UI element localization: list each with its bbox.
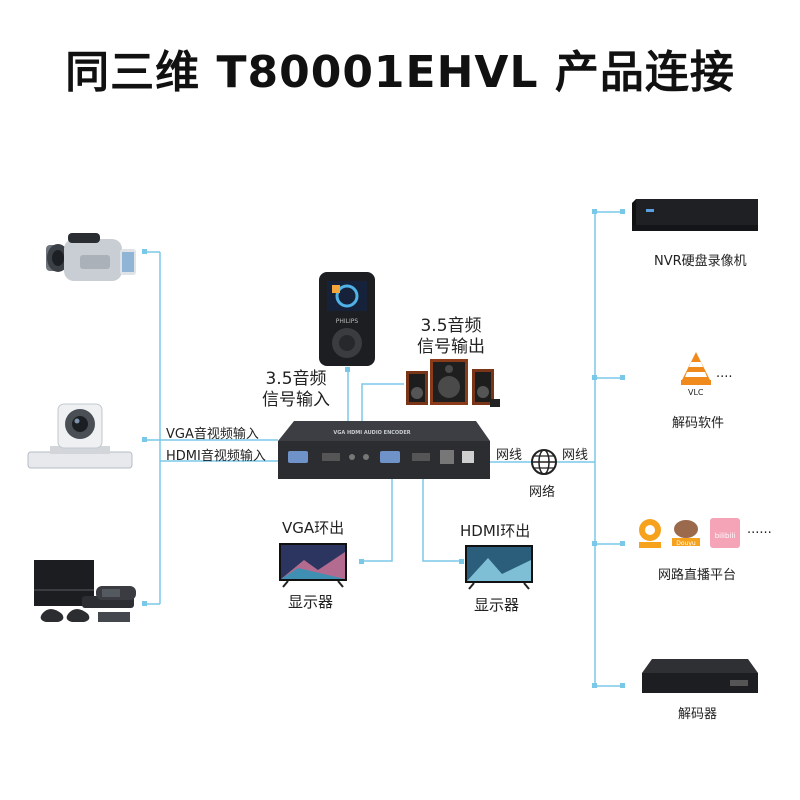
audio-in-line2: 信号输入 [262, 390, 330, 410]
audio-out-line1: 3.5音频 [420, 316, 482, 336]
monitor-icon-vga [279, 543, 347, 588]
camcorder-icon [46, 233, 136, 281]
audio-in-line1: 3.5音频 [265, 369, 327, 389]
vga-loop-line [362, 478, 393, 562]
network-label-right: 网线 [562, 448, 589, 463]
encoder-device: VGA HDMI AUDIO ENCODER [278, 421, 490, 479]
nvr-label: NVR硬盘录像机 [654, 254, 747, 269]
hdmi-loop-label: HDMI环出 [460, 522, 531, 540]
audio-in-label: 3.5音频 信号输入 [262, 369, 330, 411]
bilibili-text: bilibili [715, 532, 736, 540]
decoder-icon [642, 659, 758, 693]
speakers-icon [406, 359, 500, 407]
vlc-text: VLC [688, 388, 704, 397]
game-console-icon [34, 560, 136, 622]
live-platform-label: 网路直播平台 [658, 568, 737, 583]
vlc-software-label: 解码软件 [672, 416, 725, 431]
decoder-label: 解码器 [678, 707, 718, 722]
ptz-camera-icon [27, 403, 133, 469]
network-center-label: 网络 [529, 485, 556, 500]
nvr-icon [632, 199, 758, 231]
audio-out-line2: 信号输出 [417, 337, 485, 357]
page-title: 同三维 T80001EHVL 产品连接 [65, 47, 735, 98]
live-platform-icons: Douyu bilibili [639, 518, 740, 548]
svg-text:VGA HDMI AUDIO ENCODER: VGA HDMI AUDIO ENCODER [333, 430, 410, 436]
douyu-text: Douyu [676, 540, 696, 547]
globe-icon [531, 449, 557, 475]
vga-loop-label: VGA环出 [282, 519, 345, 537]
monitor-hdmi-label: 显示器 [474, 596, 520, 614]
audio-out-label: 3.5音频 信号输出 [417, 316, 485, 358]
audio-player-icon: PHILIPS [319, 272, 375, 366]
vlc-icon [681, 352, 711, 385]
monitor-vga-label: 显示器 [288, 593, 334, 611]
monitor-icon-hdmi [465, 545, 533, 590]
hdmi-loop-line [422, 478, 462, 562]
hdmi-input-label: HDMI音视频输入 [166, 449, 266, 464]
platform-ellipsis: ...... [747, 522, 772, 537]
vga-input-label: VGA音视频输入 [166, 427, 259, 442]
player-brand: PHILIPS [336, 318, 359, 325]
vlc-ellipsis: .... [716, 366, 733, 381]
network-label-left: 网线 [496, 448, 523, 463]
